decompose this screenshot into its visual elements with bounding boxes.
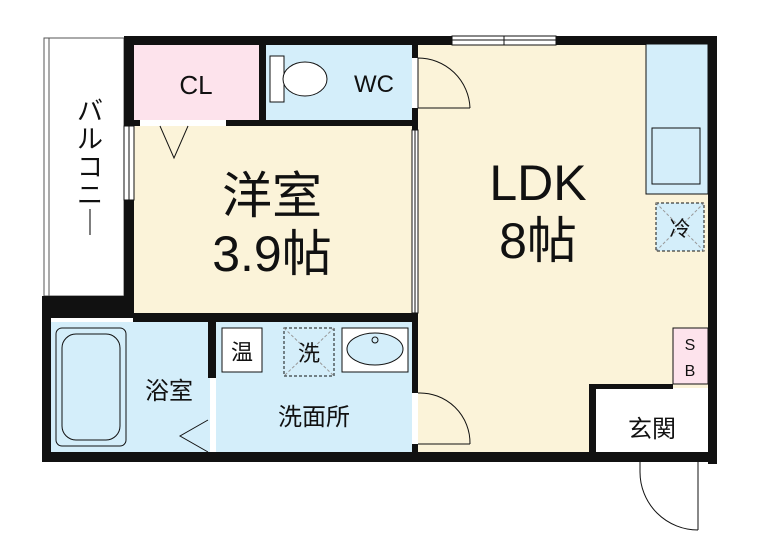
outer-wall-left-lower xyxy=(124,200,134,318)
wc-label: WC xyxy=(354,71,394,98)
western-room-name: 洋室 xyxy=(222,168,322,224)
bath-door xyxy=(178,419,209,453)
wash-door-swing xyxy=(417,392,471,445)
cl-label: CL xyxy=(179,70,212,100)
washroom-label: 洗面所 xyxy=(278,404,350,431)
wall-wash-ldk xyxy=(412,313,418,393)
kitchen-sink xyxy=(651,127,701,185)
wash-basin-bowl xyxy=(346,332,404,366)
entrance-floor xyxy=(596,388,708,452)
balcony-label: バルコニ｜ xyxy=(77,96,103,238)
wall-cl-wc xyxy=(259,44,266,124)
entrance-door-swing xyxy=(639,462,699,531)
outer-wall-right xyxy=(708,36,717,464)
wall-bath-wash xyxy=(208,318,216,378)
wall-western-bottom xyxy=(133,313,418,322)
ldk-size: 8帖 xyxy=(499,213,577,269)
water-heater-label: 温 xyxy=(231,340,253,365)
western-room-floor xyxy=(133,126,412,313)
closet-floor xyxy=(133,44,260,120)
wash-basin-drain xyxy=(371,336,379,344)
wall-western-ldk-2 xyxy=(412,108,418,130)
water-heater-box xyxy=(221,327,263,373)
ldk-name: LDK xyxy=(489,155,586,211)
balcony-area xyxy=(43,37,125,297)
washer-cross xyxy=(283,327,335,377)
wall-western-ldk xyxy=(412,44,418,58)
fridge-label: 冷 xyxy=(670,218,691,241)
wall-wash-ldk-2 xyxy=(412,444,418,454)
wc-door-swing xyxy=(417,57,471,109)
wall-entrance-left xyxy=(589,384,596,454)
shoe-box-s: S xyxy=(685,337,696,354)
entrance-label: 玄関 xyxy=(628,416,676,443)
washer-label: 洗 xyxy=(298,341,320,366)
wall-top-rooms-bottom xyxy=(133,120,140,126)
shoe-box xyxy=(672,327,709,385)
wall-entrance-top xyxy=(589,384,673,389)
shoe-box-b: B xyxy=(685,363,696,380)
outer-wall-left-room xyxy=(124,36,134,126)
toilet-bowl xyxy=(282,61,328,97)
wall-bath-top xyxy=(42,296,134,318)
bathroom-label: 浴室 xyxy=(145,378,193,405)
outer-wall-left-bath xyxy=(42,296,51,462)
western-room-size: 3.9帖 xyxy=(212,226,332,282)
bathtub-inner xyxy=(61,333,121,441)
outer-wall-bottom xyxy=(42,452,717,462)
wall-top-rooms-bottom2 xyxy=(226,120,418,126)
toilet-tank xyxy=(269,55,285,103)
outer-wall-top xyxy=(124,36,714,45)
cl-door xyxy=(159,125,189,160)
fridge-cross xyxy=(655,202,705,252)
